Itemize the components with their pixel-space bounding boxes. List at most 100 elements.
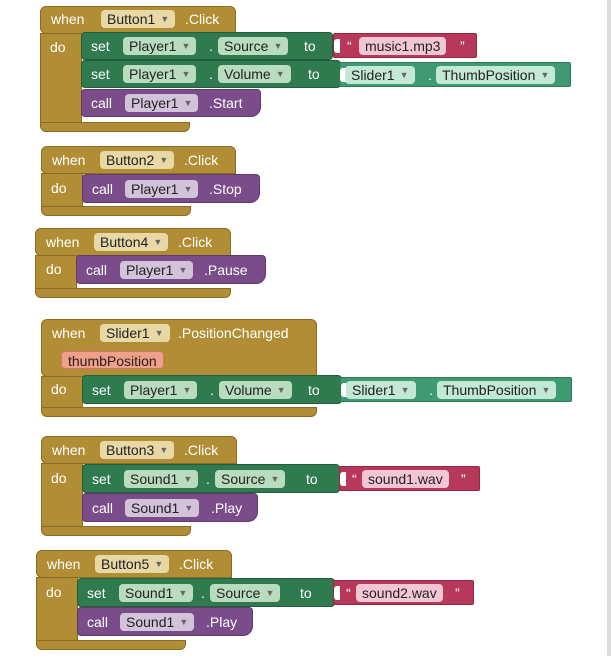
method-name: .Play xyxy=(206,614,238,630)
chevron-down-icon: ▼ xyxy=(181,41,191,51)
set-block-sound1-source[interactable]: set Sound1▼ . Source▼ to xyxy=(77,578,335,607)
component-name: Player1 xyxy=(129,66,177,82)
call-label: call xyxy=(91,95,113,111)
chevron-down-icon: ▼ xyxy=(159,155,169,165)
parameter-thumbposition[interactable]: thumbPosition xyxy=(61,351,164,369)
getter-block-slider1-thumbposition[interactable]: Slider1▼ . ThumbPosition▼ xyxy=(340,377,572,402)
component-dropdown[interactable]: Button2▼ xyxy=(100,151,175,169)
set-block-sound1-source[interactable]: set Sound1▼ . Source▼ to xyxy=(82,464,340,493)
to-label: to xyxy=(308,382,320,398)
text-block[interactable]: “ sound1.wav ” xyxy=(339,466,480,491)
component-dropdown[interactable]: Sound1▼ xyxy=(120,613,195,631)
text-block[interactable]: “ sound2.wav ” xyxy=(333,580,474,605)
chevron-down-icon: ▼ xyxy=(178,588,188,598)
chevron-down-icon: ▼ xyxy=(400,385,410,395)
component-name: Sound1 xyxy=(131,500,180,516)
chevron-down-icon: ▼ xyxy=(275,69,285,79)
component-name: Player1 xyxy=(131,181,179,197)
chevron-down-icon: ▼ xyxy=(399,70,409,80)
property-dropdown[interactable]: Source▼ xyxy=(210,584,281,602)
chevron-down-icon: ▼ xyxy=(183,184,193,194)
component-dropdown[interactable]: Button5▼ xyxy=(95,555,170,573)
dot-separator: . xyxy=(206,471,210,487)
chevron-down-icon: ▼ xyxy=(160,14,170,24)
open-quote: “ xyxy=(347,38,352,54)
component-name: Button3 xyxy=(106,442,155,458)
set-label: set xyxy=(91,66,110,82)
component-dropdown[interactable]: Button3▼ xyxy=(100,441,175,459)
set-block-player1-volume[interactable]: set Player1 ▼ . Volume ▼ to xyxy=(82,375,342,404)
component-dropdown[interactable]: Player1▼ xyxy=(125,94,199,112)
property-dropdown[interactable]: ThumbPosition▼ xyxy=(437,381,557,399)
text-block[interactable]: “ music1.mp3 ” xyxy=(333,33,477,58)
component-dropdown[interactable]: Player1 ▼ xyxy=(125,180,199,198)
property-dropdown[interactable]: Volume ▼ xyxy=(219,381,292,399)
set-label: set xyxy=(91,38,110,54)
chevron-down-icon: ▼ xyxy=(541,385,551,395)
component-dropdown[interactable]: Button1 ▼ xyxy=(101,10,176,28)
property-dropdown[interactable]: Source▼ xyxy=(215,470,286,488)
input-socket xyxy=(334,586,340,600)
component-name: Button1 xyxy=(107,11,156,27)
dot-separator: . xyxy=(209,66,213,82)
component-dropdown[interactable]: Player1▼ xyxy=(120,261,194,279)
component-name: Player1 xyxy=(129,38,177,54)
chevron-down-icon: ▼ xyxy=(540,70,550,80)
chevron-down-icon: ▼ xyxy=(270,474,280,484)
method-name: .Stop xyxy=(209,181,242,197)
workspace-right-edge xyxy=(607,0,611,656)
component-name: Button4 xyxy=(100,234,149,250)
property-dropdown[interactable]: Volume▼ xyxy=(218,65,291,83)
call-block-player1-stop[interactable]: call Player1▼ .Stop xyxy=(82,174,260,203)
chevron-down-icon: ▼ xyxy=(181,69,191,79)
dot-separator: . xyxy=(428,67,432,83)
component-name: Player1 xyxy=(130,382,178,398)
do-label: do xyxy=(46,584,62,600)
call-block-player1-start[interactable]: call Player1▼ .Start xyxy=(81,89,261,117)
component-dropdown[interactable]: Player1 ▼ xyxy=(124,381,198,399)
chevron-down-icon: ▼ xyxy=(182,385,192,395)
to-label: to xyxy=(304,38,316,54)
text-value[interactable]: sound2.wav xyxy=(356,584,443,602)
event-name: .Click xyxy=(185,11,220,27)
chevron-down-icon: ▼ xyxy=(184,503,194,513)
chevron-down-icon: ▼ xyxy=(276,385,286,395)
when-label: when xyxy=(46,234,80,250)
component-dropdown[interactable]: Sound1 ▼ xyxy=(125,499,200,517)
component-name: Player1 xyxy=(131,95,179,111)
component-dropdown[interactable]: Player1 ▼ xyxy=(123,65,197,83)
chevron-down-icon: ▼ xyxy=(179,617,189,627)
call-block-player1-pause[interactable]: call Player1▼ .Pause xyxy=(76,255,266,284)
close-quote: ” xyxy=(461,471,466,487)
property-dropdown[interactable]: ThumbPosition ▼ xyxy=(436,66,556,84)
text-value[interactable]: sound1.wav xyxy=(362,470,449,488)
set-label: set xyxy=(92,382,111,398)
property-name: Source xyxy=(224,38,269,54)
getter-block-slider1-thumbposition[interactable]: Slider1▼ . ThumbPosition ▼ xyxy=(339,62,571,87)
when-label: when xyxy=(52,325,86,341)
component-dropdown[interactable]: Player1 ▼ xyxy=(123,37,197,55)
text-value[interactable]: music1.mp3 xyxy=(359,37,447,55)
property-dropdown[interactable]: Source ▼ xyxy=(218,37,289,55)
input-socket xyxy=(340,68,346,82)
call-block-sound1-play[interactable]: call Sound1▼ .Play xyxy=(82,493,258,522)
component-dropdown[interactable]: Slider1▼ xyxy=(346,381,416,399)
set-block-player1-source[interactable]: set Player1▼ . Source▼ to xyxy=(81,32,333,60)
component-dropdown[interactable]: Sound1▼ xyxy=(124,470,199,488)
when-label: when xyxy=(52,442,86,458)
chevron-down-icon: ▼ xyxy=(183,474,193,484)
dot-separator: . xyxy=(210,382,214,398)
chevron-down-icon: ▼ xyxy=(273,41,283,51)
component-dropdown[interactable]: Sound1▼ xyxy=(119,584,194,602)
component-dropdown[interactable]: Slider1▼ xyxy=(345,66,415,84)
do-label: do xyxy=(46,261,62,277)
property-name: Volume xyxy=(225,382,272,398)
set-block-player1-volume[interactable]: set Player1▼ . Volume▼ to xyxy=(81,60,341,88)
component-dropdown[interactable]: Slider1▼ xyxy=(100,324,170,342)
component-dropdown[interactable]: Button4▼ xyxy=(94,233,169,251)
do-label: do xyxy=(51,180,67,196)
property-name: ThumbPosition xyxy=(442,67,536,83)
chevron-down-icon: ▼ xyxy=(154,559,164,569)
call-block-sound1-play[interactable]: call Sound1▼ .Play xyxy=(77,607,253,636)
